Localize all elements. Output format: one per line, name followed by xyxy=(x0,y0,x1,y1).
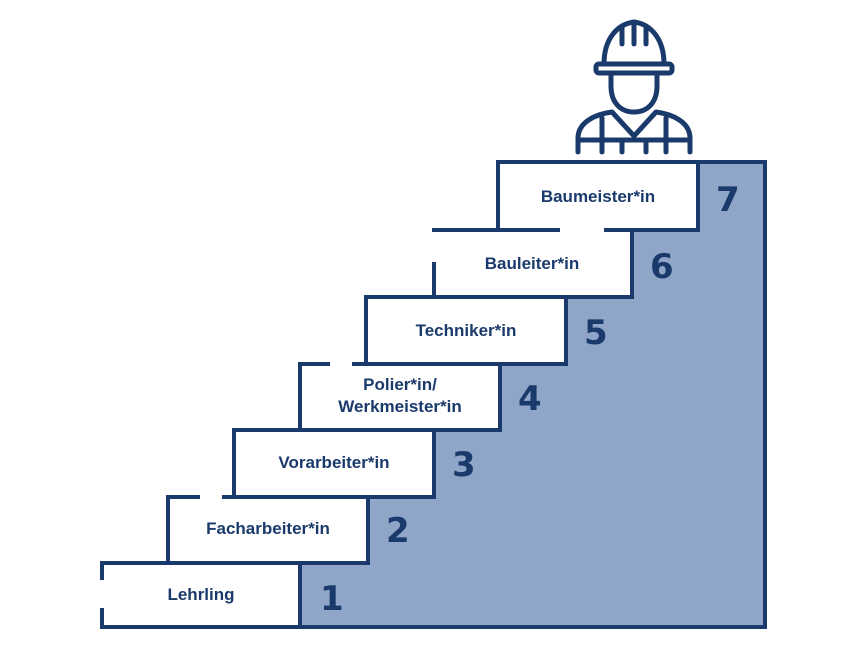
step-1-label: Lehrling xyxy=(167,585,235,604)
step-3-outline xyxy=(232,428,434,499)
step-4-label: Polier*in/ Werkmeister*in xyxy=(300,374,500,418)
step-5-outline xyxy=(364,295,566,364)
step-6-label: Bauleiter*in xyxy=(484,254,580,273)
step-7-outline xyxy=(496,160,698,230)
step-2-number: 2 xyxy=(386,511,410,551)
step-4-outline xyxy=(298,362,500,430)
step-4-label-line2: Werkmeister*in xyxy=(338,397,462,416)
step-2-label: Facharbeiter*in xyxy=(206,519,330,538)
step-4-label-line1: Polier*in/ xyxy=(363,375,437,394)
step-6-number: 6 xyxy=(650,247,674,287)
step-1-outline xyxy=(100,561,300,629)
step-3-number: 3 xyxy=(452,445,476,485)
step-5-label: Techniker*in xyxy=(415,321,517,340)
step-5-number: 5 xyxy=(584,313,608,353)
step-7-number: 7 xyxy=(716,180,740,220)
step-4-number: 4 xyxy=(518,379,542,419)
staircase-fill xyxy=(298,160,767,629)
step-1-number: 1 xyxy=(320,579,344,619)
step-3-label: Vorarbeiter*in xyxy=(278,453,390,472)
construction-worker-icon xyxy=(575,19,693,155)
step-7-label: Baumeister*in xyxy=(540,187,656,206)
